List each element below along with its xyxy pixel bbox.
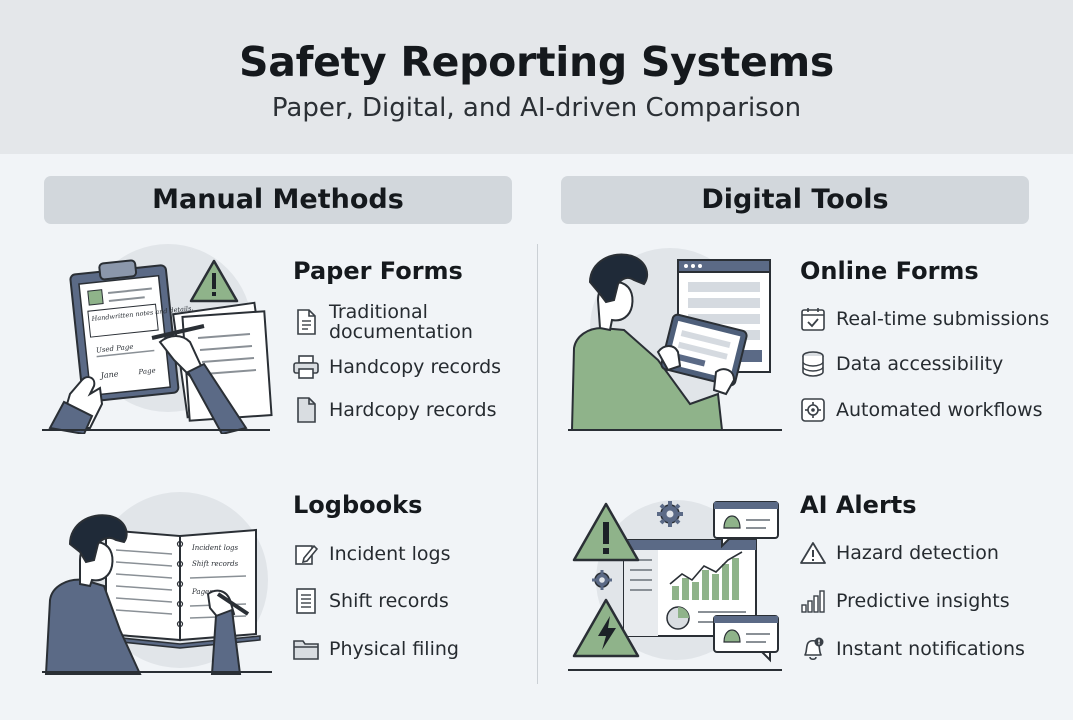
list-item-label: Instant notifications <box>836 638 1025 660</box>
list-item: Incident logs <box>293 541 451 567</box>
clipboard-note-page: Page <box>137 367 156 377</box>
warning-triangle-icon <box>189 259 239 303</box>
hazard-warning-triangle <box>572 502 640 562</box>
paper-forms-illustration: Handwritten notes and details. Used Page… <box>42 244 273 434</box>
list-item: Shift records <box>293 588 449 614</box>
bell-alert-icon <box>800 636 826 662</box>
section-title-paper-forms: Paper Forms <box>293 257 463 285</box>
page-subtitle: Paper, Digital, and AI-driven Comparison <box>271 93 802 123</box>
gear-small-top <box>657 501 683 527</box>
header-banner: Safety Reporting Systems Paper, Digital,… <box>0 0 1073 154</box>
column-divider <box>537 244 538 684</box>
column-header-manual: Manual Methods <box>44 176 512 224</box>
pencil-icon <box>293 541 319 567</box>
list-item-label: Traditional documentation <box>329 301 473 343</box>
column-header-digital: Digital Tools <box>561 176 1029 224</box>
logbook-text-shift: Shift records <box>192 560 239 568</box>
list-item: Predictive insights <box>800 588 1010 614</box>
list-item-label: Handcopy records <box>329 356 502 378</box>
page-title: Safety Reporting Systems <box>238 38 834 86</box>
list-item-label: Hardcopy records <box>329 399 497 421</box>
page-icon <box>293 397 319 423</box>
printer-icon <box>293 354 319 380</box>
notification-bubble <box>713 615 779 663</box>
bar-chart-icon <box>800 588 826 614</box>
gear-small-left <box>592 570 612 590</box>
ai-alerts-illustration <box>568 500 782 671</box>
open-logbook: Incident logs Shift records Pages <box>101 528 261 649</box>
list-item: Data accessibility <box>800 351 1003 377</box>
list-item-label: Real-time submissions <box>836 308 1050 330</box>
list-item-label: Predictive insights <box>836 590 1010 612</box>
clipboard-note-used: Used Page <box>96 343 134 355</box>
list-item: Automated workflows <box>800 397 1043 423</box>
section-title-ai-alerts: AI Alerts <box>800 491 917 519</box>
logbook-text-pages: Pages <box>191 588 213 596</box>
list-item: Real-time submissions <box>800 306 1049 332</box>
list-icon <box>293 588 319 614</box>
list-item: Handcopy records <box>293 354 501 380</box>
list-item: Hardcopy records <box>293 397 496 423</box>
list-item-label: Incident logs <box>329 543 451 565</box>
list-item: Traditional documentation <box>293 302 523 342</box>
clipboard: Handwritten notes and details. Used Page… <box>69 259 194 403</box>
section-title-logbooks: Logbooks <box>293 491 423 519</box>
list-item: Physical filing <box>293 636 459 662</box>
person-with-tablet <box>570 253 748 431</box>
dashboard-screen <box>623 539 757 637</box>
calendar-check-icon <box>800 306 826 332</box>
person-reading <box>44 514 250 675</box>
list-item-label: Data accessibility <box>836 353 1004 375</box>
list-item-label: Shift records <box>329 590 449 612</box>
hands <box>48 324 248 434</box>
folder-icon <box>293 636 319 662</box>
warning-icon <box>800 540 826 566</box>
database-icon <box>800 351 826 377</box>
document-icon <box>293 309 319 335</box>
section-title-online-forms: Online Forms <box>800 257 979 285</box>
logbooks-illustration: Incident logs Shift records Pages <box>42 492 272 675</box>
electric-warning-triangle <box>572 598 640 658</box>
list-item-label: Physical filing <box>329 638 459 660</box>
notification-bubble <box>713 501 779 549</box>
list-item-label: Automated workflows <box>836 399 1043 421</box>
list-item-label: Hazard detection <box>836 542 999 564</box>
list-item: Hazard detection <box>800 540 999 566</box>
clipboard-note-signature: Jane <box>98 369 119 380</box>
gear-box-icon <box>800 397 826 423</box>
online-forms-illustration <box>568 248 782 431</box>
list-item: Instant notifications <box>800 636 1025 662</box>
logbook-text-incident: Incident logs <box>191 544 239 552</box>
